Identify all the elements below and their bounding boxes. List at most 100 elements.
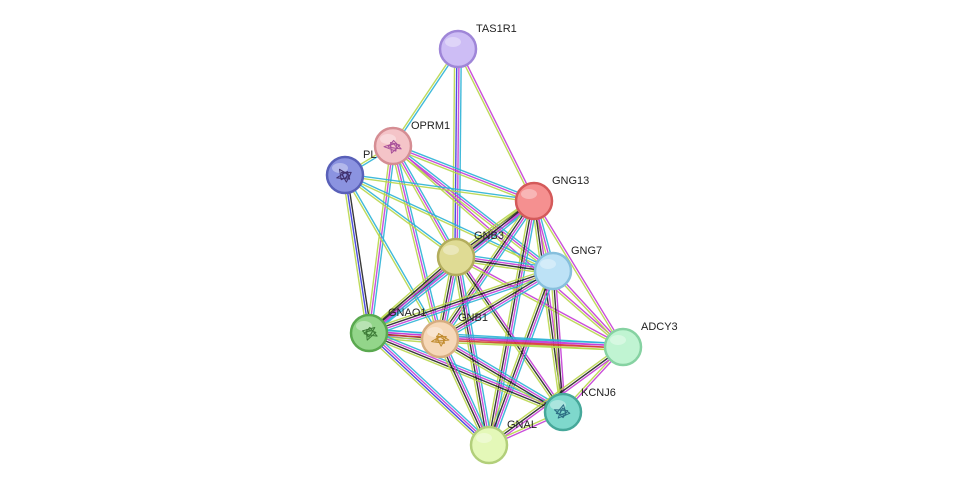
edge-line-textmining	[343, 175, 456, 259]
node-highlight	[427, 327, 443, 337]
edge-line-textmining	[391, 147, 534, 204]
edge-OPRM1-GNB3	[390, 144, 459, 259]
edge-line-textmining	[366, 145, 392, 333]
edge-GNB3-GNAO1	[366, 253, 459, 337]
node-circle[interactable]	[603, 327, 643, 367]
node-gng7[interactable]	[533, 251, 573, 291]
node-label-gnao1: GNAO1	[388, 307, 427, 319]
protein-structure-icon	[431, 333, 450, 347]
node-circle[interactable]	[349, 313, 389, 353]
node-label-pl: PL	[363, 149, 376, 161]
edge-line-textmining	[344, 175, 534, 203]
node-highlight	[521, 189, 537, 199]
edge-line-experiment	[369, 331, 491, 445]
node-label-tas1r1: TAS1R1	[476, 23, 517, 35]
node-highlight	[476, 433, 492, 443]
edge-line-database	[393, 143, 555, 270]
edge-PL-GNAO1	[342, 174, 372, 334]
edge-line-database	[393, 143, 536, 200]
edge-line-textmining	[453, 257, 562, 414]
node-highlight	[332, 163, 348, 173]
edge-line-textmining	[452, 48, 456, 257]
edge-line-textmining	[452, 257, 487, 446]
edge-line-textmining	[485, 269, 551, 445]
edge-line-experiment	[392, 145, 457, 258]
edge-line-coexpression	[487, 270, 553, 445]
edge-layer	[342, 47, 625, 448]
edge-line-textmining	[437, 341, 562, 416]
node-gnb3[interactable]	[436, 237, 476, 277]
edge-GNB1-GNAL	[436, 337, 493, 447]
edge-line-database	[370, 258, 459, 337]
edge-GNB3-KCNJ6	[453, 255, 566, 414]
edge-line-textmining	[366, 334, 488, 448]
node-circle[interactable]	[514, 181, 554, 221]
edge-line-experiment	[489, 201, 536, 446]
protein-structure-icon	[336, 168, 352, 183]
edge-GNB3-ADCY3	[455, 255, 624, 349]
node-circle[interactable]	[436, 237, 476, 277]
edge-line-experiment	[456, 256, 491, 445]
edge-PL-GNB3	[343, 173, 458, 259]
edge-line-coexpression	[367, 255, 456, 333]
edge-line-experiment	[369, 331, 564, 412]
node-kcnj6[interactable]	[543, 392, 583, 432]
edge-line-database	[393, 49, 460, 148]
edge-line-experiment	[440, 271, 554, 341]
edge-line-database	[345, 173, 535, 201]
node-circle[interactable]	[533, 251, 573, 291]
edge-PL-GNG13	[344, 173, 535, 203]
node-gng13[interactable]	[514, 181, 554, 221]
edge-line-database	[440, 335, 624, 345]
node-gnao1[interactable]	[349, 313, 389, 353]
edge-line-textmining	[485, 200, 532, 445]
edge-line-textmining	[342, 175, 368, 334]
edge-line-experiment	[456, 255, 624, 347]
edge-OPRM1-GNB1	[390, 145, 443, 340]
edge-line-experiment	[392, 145, 441, 340]
node-pl[interactable]	[325, 155, 365, 195]
node-circle[interactable]	[543, 392, 583, 432]
edge-line-textmining	[367, 267, 553, 331]
node-highlight	[610, 335, 626, 345]
node-circle[interactable]	[325, 155, 365, 195]
edge-line-gene_fusion	[439, 339, 623, 349]
node-tas1r1[interactable]	[438, 29, 478, 69]
node-gnb1[interactable]	[420, 319, 460, 359]
edge-line-experiment	[440, 337, 564, 412]
node-adcy3[interactable]	[603, 327, 643, 367]
node-circle[interactable]	[469, 425, 509, 465]
edge-line-textmining	[391, 147, 553, 274]
edge-line-database	[345, 173, 458, 257]
node-label-gng7: GNG7	[571, 245, 602, 257]
node-oprm1[interactable]	[373, 126, 413, 166]
edge-line-textmining	[436, 340, 487, 447]
node-highlight	[380, 134, 396, 144]
edge-line-textmining	[456, 49, 534, 202]
edge-line-textmining	[366, 253, 455, 332]
edge-line-experiment	[458, 48, 536, 201]
edge-GNG7-GNAL	[485, 269, 557, 447]
node-label-oprm1: OPRM1	[411, 120, 450, 132]
protein-structure-icon	[383, 139, 402, 154]
edge-GNB1-KCNJ6	[437, 335, 566, 416]
node-gnal[interactable]	[469, 425, 509, 465]
edge-line-experiment	[440, 337, 624, 347]
edge-line-textmining	[390, 146, 439, 340]
node-circle[interactable]	[420, 319, 460, 359]
edge-line-neighborhood	[344, 174, 370, 334]
edge-TAS1R1-GNG13	[456, 48, 536, 202]
node-circle[interactable]	[438, 29, 478, 69]
edge-line-textmining	[439, 341, 623, 351]
edge-line-experiment	[392, 145, 535, 202]
node-highlight	[443, 245, 459, 255]
edge-line-database	[441, 335, 566, 410]
edge-line-textmining	[391, 47, 458, 146]
node-layer	[325, 29, 643, 465]
node-circle[interactable]	[373, 126, 413, 166]
edge-line-textmining	[343, 175, 440, 340]
edge-GNG13-ADCY3	[532, 200, 625, 348]
protein-structure-icon	[553, 404, 571, 419]
